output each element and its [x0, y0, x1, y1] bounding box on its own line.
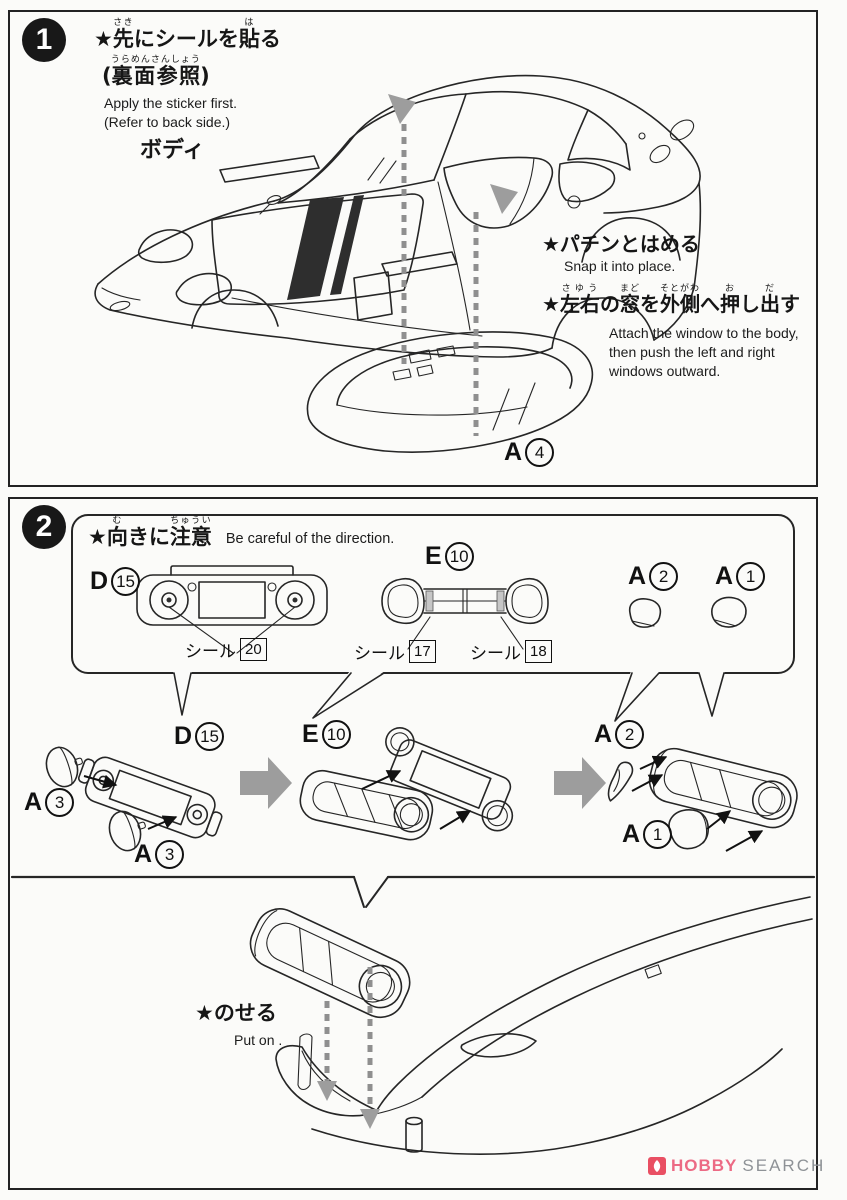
put-on-en: Put on . — [234, 1032, 283, 1048]
assembly-arrow-icon — [439, 810, 472, 830]
assembly-arrow-icon — [725, 830, 764, 852]
body-label: ボディ — [140, 138, 205, 163]
push-windows-jp: ★左右さゆうの窓まどを外側そとがわへ押おし出だす — [542, 284, 800, 316]
push-windows-en: Attach the window to the body, then push… — [609, 325, 799, 379]
direction-note: ★向むきに注意ちゅうい Be careful of the direction. — [88, 516, 394, 551]
headlight-cover-a2-drawing — [628, 598, 662, 628]
window-unit-drawing — [306, 331, 594, 453]
direction-note-en: Be careful of the direction. — [225, 531, 395, 547]
bumper-preview-drawing — [381, 578, 549, 650]
section-divider — [10, 875, 816, 908]
direction-note-jp: ★向むきに注意ちゅうい — [88, 516, 212, 549]
apply-sticker-note: ★先さきにシールを貼はる (裏面参照うらめんさんしょう) Apply the s… — [94, 18, 281, 132]
grille-preview-drawing — [136, 565, 328, 654]
refer-back-jp: (裏面参照うらめんさんしょう) — [102, 55, 210, 88]
bumper-frame-assembly-drawing — [299, 769, 434, 841]
apply-sticker-en: Apply the sticker first. (Refer to back … — [104, 95, 238, 130]
grille-assembly-drawing — [77, 756, 223, 839]
trim-part-a2-drawing — [607, 761, 634, 802]
parts-preview-box — [71, 514, 795, 674]
part-label-a4: A 4 — [504, 438, 555, 467]
watermark-search-text: SEARCH — [742, 1156, 826, 1175]
attach-point-triangle-icon — [490, 184, 518, 214]
assembly-arrow-icon — [147, 815, 178, 830]
preview-callout-pointers — [173, 671, 725, 722]
assembly-arrow-icon — [361, 770, 402, 790]
put-on-arrow-icon — [317, 967, 380, 1129]
headlight-cover-a1-drawing — [711, 596, 747, 628]
step-1-badge: 1 — [22, 18, 66, 62]
assembly-arrow-icon — [706, 810, 732, 830]
assembly-arrow-icon — [83, 774, 118, 789]
assembled-bumper-drawing — [648, 747, 798, 829]
step-2-badge: 2 — [22, 505, 66, 549]
snap-note-en: Snap it into place. — [564, 258, 676, 274]
step-2-illustration — [10, 514, 816, 1155]
step-1-panel: 1 ★先さきにシールを貼はる (裏面参照うらめんさんしょう) Apply the… — [8, 10, 818, 487]
assembly-arrow-icon — [631, 774, 664, 792]
hobby-search-watermark: HOBBY SEARCH — [648, 1156, 825, 1176]
next-step-arrow-icon — [240, 757, 292, 809]
attach-point-triangle-icon — [388, 94, 416, 124]
put-on-jp: ★のせる — [195, 1001, 277, 1025]
apply-sticker-jp: ★先さきにシールを貼はる — [94, 18, 281, 51]
car-body-drawing — [94, 74, 702, 358]
car-nose-drawing — [275, 896, 813, 1155]
step-1-illustration — [94, 74, 702, 453]
snap-note-jp: ★パチンとはめる — [542, 232, 700, 256]
watermark-hobby-text: HOBBY — [671, 1156, 738, 1175]
step-2-panel: 2 ★向むきに注意ちゅうい Be careful of the directio… — [8, 497, 818, 1190]
next-step-arrow-icon — [554, 757, 606, 809]
step-2-number: 2 — [35, 510, 53, 543]
grille-sub-assembly-drawing — [385, 727, 514, 832]
lamp-cover-a1-drawing — [668, 809, 710, 850]
disc-part-drawing — [108, 810, 146, 852]
step-1-number: 1 — [35, 23, 53, 56]
assembly-arrow-icon — [639, 755, 668, 770]
disc-part-drawing — [45, 746, 83, 788]
hobby-search-logo-icon — [648, 1157, 666, 1175]
